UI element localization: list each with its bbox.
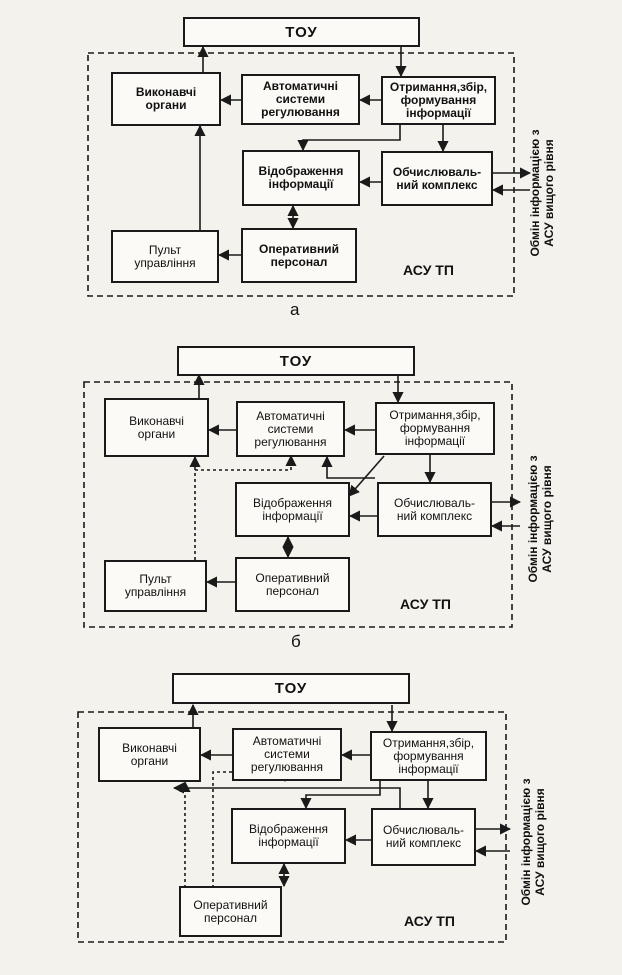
panel-label-b: б xyxy=(291,632,301,651)
control-panel-box-a: Пульт управління xyxy=(111,230,219,283)
display-box-b: Відображення інформації xyxy=(235,482,350,537)
computing-box-a: Обчислюваль- ний комплекс xyxy=(381,151,493,206)
tou-box-a: ТОУ xyxy=(183,17,420,47)
acquisition-box-c: Отримання,збір, формування інформації xyxy=(370,731,487,781)
personnel-box-a: Оперативний персонал xyxy=(241,228,357,283)
exchange-label-a: Обмін інформацією з АСУ вищого рівня xyxy=(528,129,556,257)
auto-systems-box-b: Автоматичні системи регулювання xyxy=(236,401,345,457)
asu-frame-a xyxy=(87,52,515,297)
personnel-box-c: Оперативний персонал xyxy=(179,886,282,937)
executors-box-a: Виконавчі органи xyxy=(111,72,221,126)
tou-box-b: ТОУ xyxy=(177,346,415,376)
acquisition-box-b: Отримання,збір, формування інформації xyxy=(375,402,495,455)
auto-systems-box-c: Автоматичні системи регулювання xyxy=(232,728,342,781)
personnel-box-b: Оперативний персонал xyxy=(235,557,350,612)
display-box-a: Відображення інформації xyxy=(242,150,360,206)
asu-tp-label-c: АСУ ТП xyxy=(404,913,455,929)
control-panel-box-b: Пульт управління xyxy=(104,560,207,612)
computing-box-b: Обчислюваль- ний комплекс xyxy=(377,482,492,537)
tou-box-c: ТОУ xyxy=(172,673,410,704)
computing-box-c: Обчислюваль- ний комплекс xyxy=(371,808,476,866)
exchange-label-c: Обмін інформацією з АСУ вищого рівня xyxy=(519,778,547,906)
executors-box-b: Виконавчі органи xyxy=(104,398,209,457)
auto-systems-box-a: Автоматичні системи регулювання xyxy=(241,74,360,125)
panel-label-a: а xyxy=(290,300,300,319)
asu-tp-label-a: АСУ ТП xyxy=(403,262,454,278)
display-box-c: Відображення інформації xyxy=(231,808,346,864)
asu-tp-label-b: АСУ ТП xyxy=(400,596,451,612)
executors-box-c: Виконавчі органи xyxy=(98,727,201,782)
exchange-label-b: Обмін інформацією з АСУ вищого рівня xyxy=(526,455,554,583)
acquisition-box-a: Отримання,збір, формування інформації xyxy=(381,76,496,125)
